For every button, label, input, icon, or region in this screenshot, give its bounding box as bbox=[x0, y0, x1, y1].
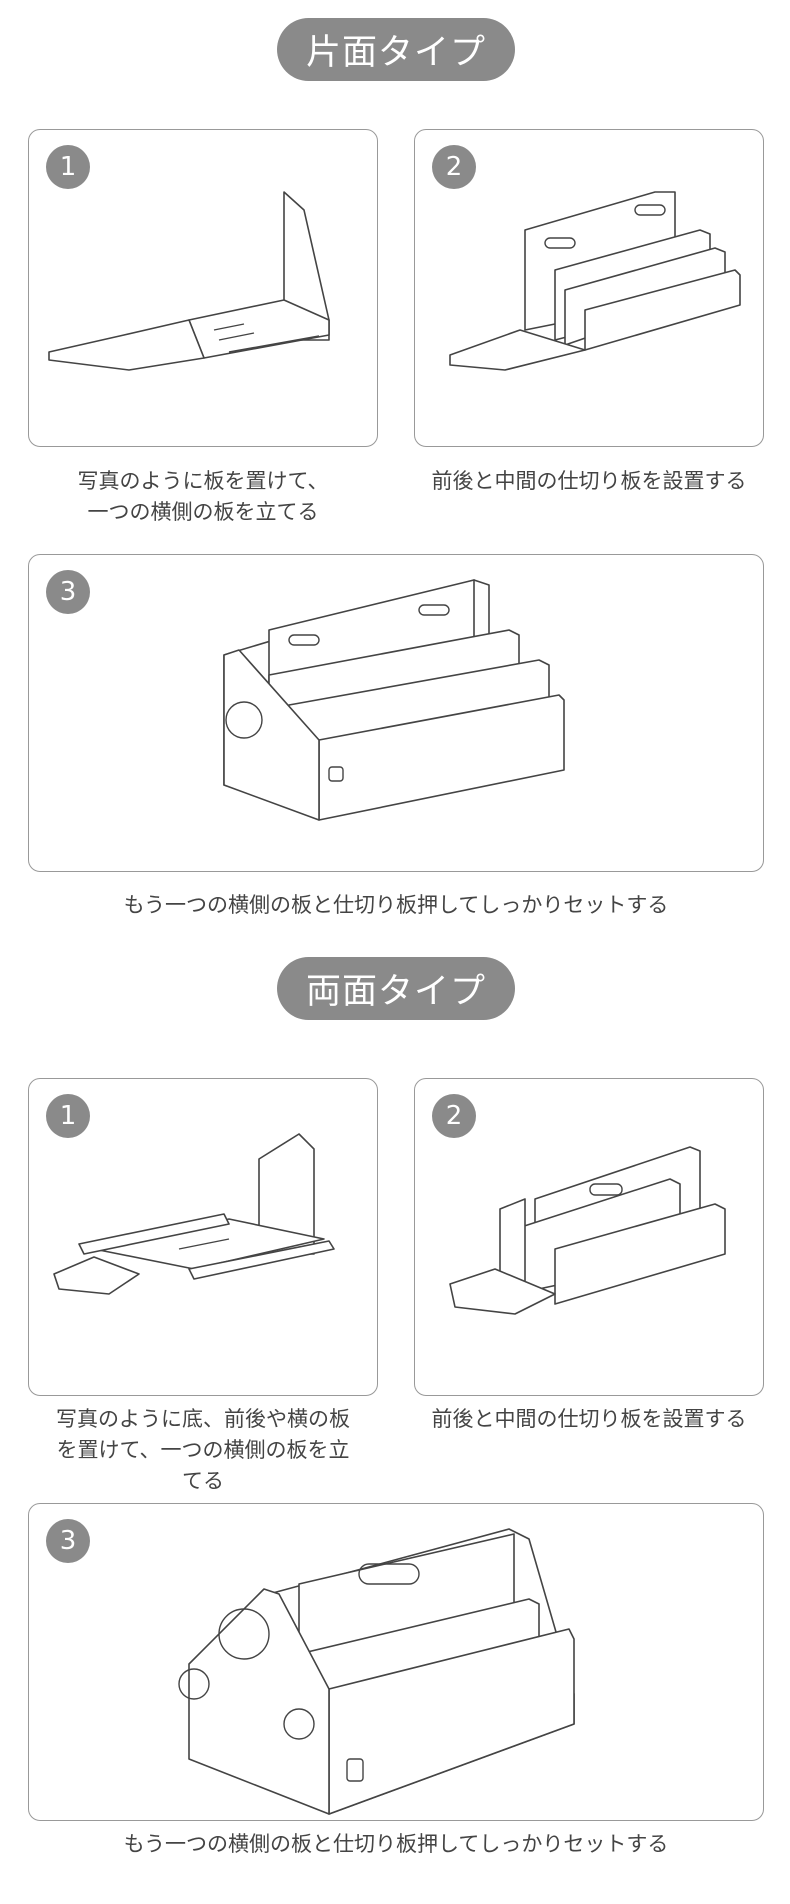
caption-line: もう一つの横側の板と仕切り板押してしっかりセットする bbox=[123, 893, 669, 917]
step-number-badge: 2 bbox=[432, 1094, 476, 1138]
section-title-double-sided: 両面タイプ bbox=[277, 957, 515, 1020]
step-3-caption: もう一つの横側の板と仕切り板押してしっかりセットする bbox=[28, 1829, 764, 1860]
caption-line: を置けて、一つの横側の板を立 bbox=[56, 1438, 350, 1462]
caption-line: 一つの横側の板を立てる bbox=[87, 500, 319, 524]
step-number-badge: 1 bbox=[46, 145, 90, 189]
step-number-badge: 2 bbox=[432, 145, 476, 189]
step-card-2: 2 bbox=[414, 129, 764, 447]
caption-line: てる bbox=[182, 1469, 224, 1493]
assembly-illustration bbox=[449, 1146, 726, 1315]
step-card-2: 2 bbox=[414, 1078, 764, 1396]
assembly-illustration bbox=[48, 191, 330, 371]
step-3-caption: もう一つの横側の板と仕切り板押してしっかりセットする bbox=[28, 890, 764, 921]
step-card-1: 1 bbox=[28, 1078, 378, 1396]
caption-line: 前後と中間の仕切り板を設置する bbox=[431, 469, 747, 493]
step-card-1: 1 bbox=[28, 129, 378, 447]
assembly-illustration bbox=[53, 1133, 335, 1295]
step-number-badge: 3 bbox=[46, 570, 90, 614]
assembly-illustration bbox=[178, 1528, 575, 1815]
step-card-3: 3 bbox=[28, 554, 764, 872]
step-card-3: 3 bbox=[28, 1503, 764, 1821]
caption-line: もう一つの横側の板と仕切り板押してしっかりセットする bbox=[123, 1832, 669, 1856]
step-number-badge: 1 bbox=[46, 1094, 90, 1138]
step-number-badge: 3 bbox=[46, 1519, 90, 1563]
step-2-caption: 前後と中間の仕切り板を設置する bbox=[404, 466, 774, 497]
caption-line: 写真のように底、前後や横の板 bbox=[56, 1407, 350, 1431]
caption-line: 写真のように板を置けて、 bbox=[77, 469, 329, 493]
step-1-caption: 写真のように底、前後や横の板 を置けて、一つの横側の板を立 てる bbox=[28, 1404, 378, 1497]
assembly-illustration bbox=[449, 191, 741, 371]
section-title-single-sided: 片面タイプ bbox=[277, 18, 515, 81]
step-2-caption: 前後と中間の仕切り板を設置する bbox=[404, 1404, 774, 1435]
caption-line: 前後と中間の仕切り板を設置する bbox=[431, 1407, 747, 1431]
assembly-illustration bbox=[223, 579, 565, 821]
step-1-caption: 写真のように板を置けて、 一つの横側の板を立てる bbox=[28, 466, 378, 528]
